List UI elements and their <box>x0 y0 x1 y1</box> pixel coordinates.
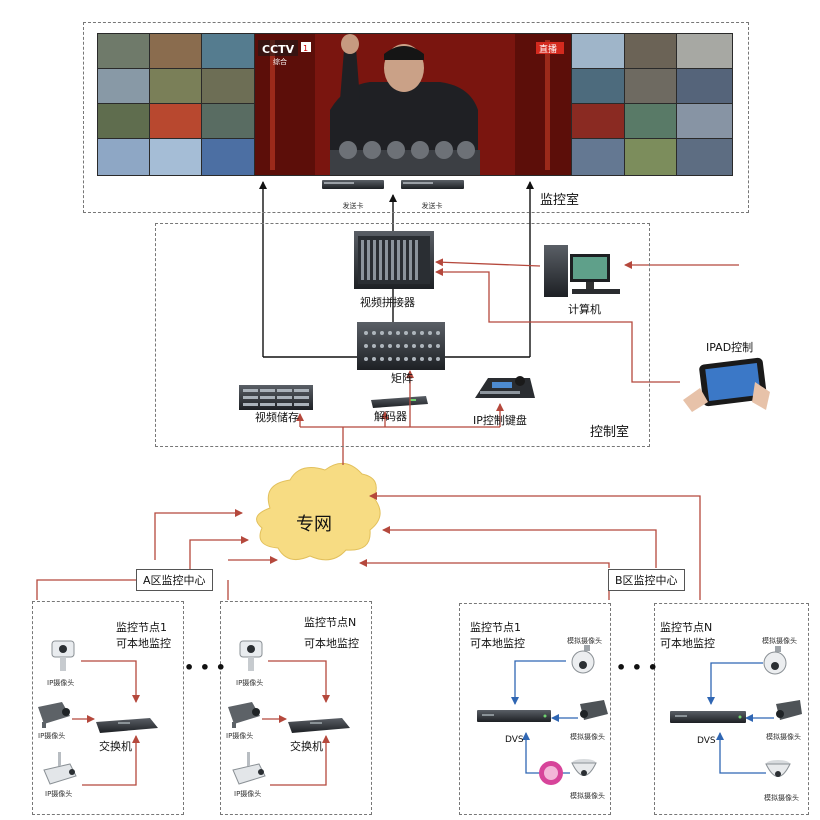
node-a1-title: 监控节点1 <box>116 621 167 634</box>
node-bn-devices <box>670 646 802 777</box>
node-a1-zone <box>32 601 184 815</box>
node-a1-subtitle: 可本地监控 <box>116 637 171 650</box>
analog-camera-b1-bullet <box>580 700 608 720</box>
ip-camera-a1-1 <box>51 640 75 671</box>
wall-right-tiles <box>572 34 732 175</box>
node-b1-title: 监控节点1 <box>470 621 521 634</box>
red-wiring <box>36 258 739 786</box>
control-room-label: 控制室 <box>590 425 630 440</box>
node-b1-subtitle: 可本地监控 <box>470 637 525 650</box>
ip-camera-a1-2 <box>38 702 70 728</box>
node-a1-camera-label-3: IP摄像头 <box>45 790 73 798</box>
decoder-device <box>371 396 428 408</box>
computer-device <box>544 245 620 297</box>
node-an-switch-label: 交换机 <box>290 740 323 753</box>
node-an-subtitle: 可本地监控 <box>304 637 359 650</box>
video-splicer-label: 视频拼接器 <box>360 296 415 309</box>
node-b1-zone <box>459 603 611 815</box>
sender-card-2 <box>401 180 464 189</box>
ipad-label: IPAD控制 <box>706 341 754 354</box>
video-storage-label: 视频储存 <box>255 411 299 424</box>
private-network-cloud <box>256 463 381 561</box>
ip-camera-an-1 <box>239 640 263 671</box>
node-bn-camera-label-3: 模拟摄像头 <box>764 794 799 802</box>
sender-card-1-label: 发送卡 <box>342 202 364 210</box>
dvs-b1 <box>477 710 551 722</box>
node-a1-cameras <box>38 640 158 785</box>
sender-card-1 <box>322 180 384 189</box>
video-wall: CCTV 1 综合 直播 <box>97 33 733 176</box>
network-label: 专网 <box>296 514 332 535</box>
sender-card-2-label: 发送卡 <box>421 202 443 210</box>
node-bn-camera-label-1: 模拟摄像头 <box>762 637 797 645</box>
matrix-device <box>357 322 445 370</box>
a-zone-center-tag: A区监控中心 <box>136 569 213 591</box>
node-a1-camera-label-1: IP摄像头 <box>47 679 75 687</box>
monitor-room-zone <box>83 22 749 213</box>
node-bn-camera-label-2: 模拟摄像头 <box>766 733 801 741</box>
switch-a1 <box>96 718 158 733</box>
ellipsis-a: • • • <box>184 658 226 677</box>
node-bn-zone <box>654 603 809 815</box>
ipad-device <box>683 357 770 412</box>
black-wiring <box>259 181 534 358</box>
analog-camera-b1-ceiling <box>571 759 597 776</box>
decoder-label: 解码器 <box>374 410 407 423</box>
live-badge: 直播 <box>539 43 557 55</box>
computer-label: 计算机 <box>568 303 601 316</box>
monitor-room-label: 监控室 <box>540 193 580 208</box>
ip-camera-an-2 <box>228 702 260 728</box>
node-a1-switch-label: 交换机 <box>99 740 132 753</box>
node-b1-camera-label-2: 模拟摄像头 <box>570 733 605 741</box>
pink-logo-icon <box>539 761 563 785</box>
analog-camera-b1-dome <box>571 645 595 674</box>
b-zone-center-tag: B区监控中心 <box>608 569 685 591</box>
wall-main-screen: CCTV 1 综合 直播 <box>255 34 571 175</box>
ip-camera-an-3 <box>232 752 266 785</box>
dvs-bn <box>670 711 746 723</box>
tv-sub: 综合 <box>273 57 287 66</box>
wall-left-tiles <box>98 34 254 175</box>
node-an-title: 监控节点N <box>304 616 357 629</box>
node-b1-dvs-label: DVS <box>505 735 524 745</box>
tv-channel: 1 <box>303 44 308 53</box>
node-bn-title: 监控节点N <box>660 621 713 634</box>
tv-logo: CCTV <box>262 43 295 56</box>
ellipsis-b: • • • <box>616 658 658 677</box>
matrix-label: 矩阵 <box>391 372 413 385</box>
node-an-camera-label-1: IP摄像头 <box>236 679 264 687</box>
node-a1-camera-label-2: IP摄像头 <box>38 732 66 740</box>
node-b1-camera-label-1: 模拟摄像头 <box>567 637 602 645</box>
node-b1-devices <box>477 645 608 785</box>
analog-camera-bn-ceiling <box>765 760 791 777</box>
node-bn-dvs-label: DVS <box>697 736 716 746</box>
node-b1-camera-label-3: 模拟摄像头 <box>570 792 605 800</box>
video-storage-device <box>239 385 313 410</box>
node-an-cameras <box>228 640 350 785</box>
video-splicer-device <box>354 231 434 289</box>
analog-camera-bn-bullet <box>776 700 802 720</box>
node-an-zone <box>220 601 372 815</box>
ip-keyboard-device <box>475 376 535 398</box>
analog-camera-bn-dome <box>763 646 787 675</box>
node-an-camera-label-3: IP摄像头 <box>234 790 262 798</box>
ip-camera-a1-3 <box>43 752 77 785</box>
node-bn-subtitle: 可本地监控 <box>660 637 715 650</box>
switch-an <box>288 718 350 733</box>
node-an-camera-label-2: IP摄像头 <box>226 732 254 740</box>
control-room-zone <box>155 223 650 447</box>
ip-keyboard-label: IP控制键盘 <box>473 414 527 427</box>
